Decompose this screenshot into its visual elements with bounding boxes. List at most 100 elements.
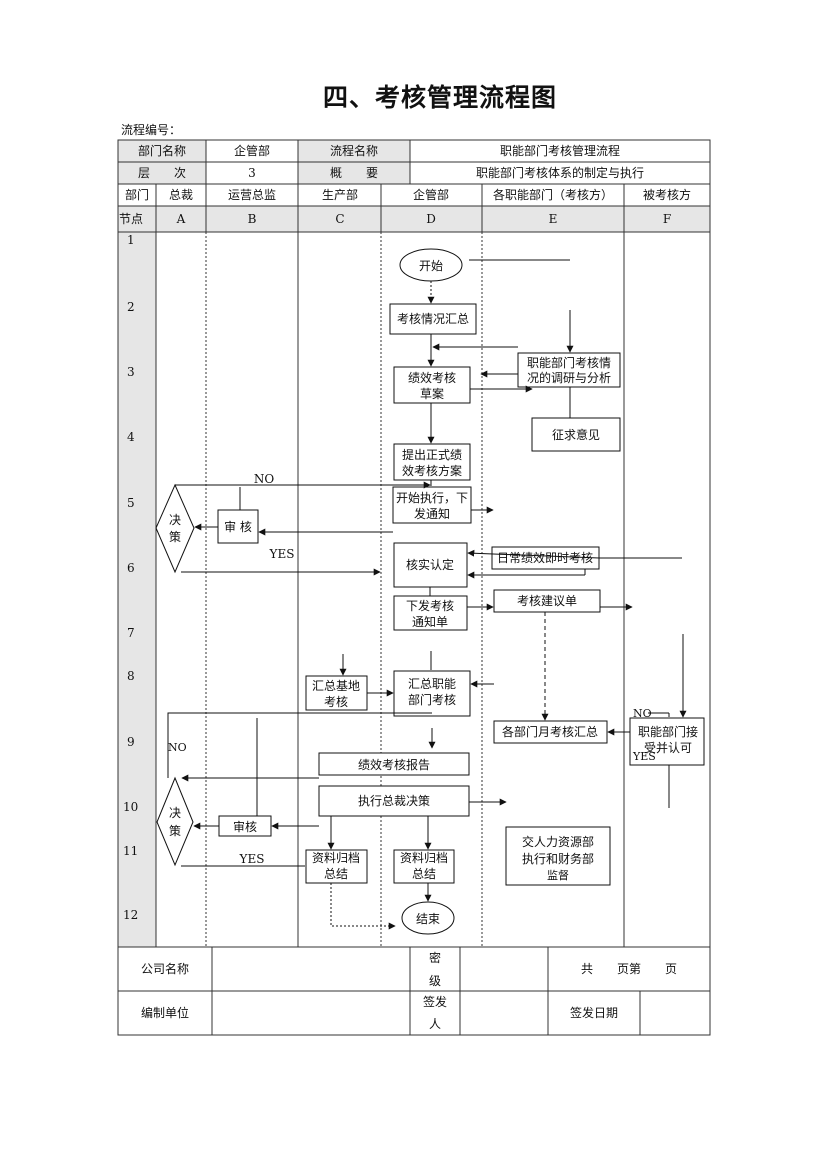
hr-label-1: 交人力资源部 xyxy=(522,834,594,849)
node-col-e: E xyxy=(549,212,558,226)
draft-label-1: 绩效考核 xyxy=(408,370,456,385)
issuer-label-2: 人 xyxy=(429,1017,441,1031)
secret-label-2: 级 xyxy=(429,974,441,988)
execute-notice-box xyxy=(392,486,472,524)
base-summary-label-2: 考核 xyxy=(324,695,348,709)
company-name-label: 公司名称 xyxy=(141,961,189,976)
dept-col-a: 总裁 xyxy=(169,188,193,202)
no-label-1: NO xyxy=(254,472,275,486)
issuer-label-1: 签发 xyxy=(423,994,447,1009)
summary-value: 职能部门考核体系的制定与执行 xyxy=(476,165,644,180)
decision-diamond-2 xyxy=(156,776,194,867)
level-value: 3 xyxy=(248,166,256,180)
row-number: 6 xyxy=(127,561,135,575)
page-count-label: 共 页第 页 xyxy=(581,962,677,976)
accept-label-2: 受并认可 xyxy=(644,741,692,755)
notice-label-2: 通知单 xyxy=(412,615,448,629)
notice-label-1: 下发考核 xyxy=(406,598,454,613)
dept-col-d: 企管部 xyxy=(413,187,449,202)
notice-slip-box xyxy=(393,595,468,631)
review-box-1 xyxy=(217,509,259,544)
summary-situation-box xyxy=(389,303,477,335)
no-label-f: NO xyxy=(633,707,652,720)
level-label: 层 次 xyxy=(138,166,186,180)
node-col-f: F xyxy=(663,212,671,226)
research-label-2: 况的调研与分析 xyxy=(527,370,611,385)
flow-number-label: 流程编号： xyxy=(121,123,182,137)
row-numbers: 1 2 3 4 5 6 7 8 9 10 11 12 xyxy=(123,233,138,922)
ceo-decision-box xyxy=(318,785,470,817)
hr-label-2: 执行和财务部 xyxy=(522,851,594,866)
yes-label-2: YES xyxy=(239,852,265,866)
verify-box xyxy=(393,542,468,588)
dept-name-value: 企管部 xyxy=(234,143,270,158)
hr-label-3: 监督 xyxy=(547,868,569,882)
decision-1-label-a: 决 xyxy=(169,513,181,527)
hr-box xyxy=(505,826,611,886)
archive-d-label-2: 总结 xyxy=(412,867,436,881)
row-number: 12 xyxy=(123,908,138,922)
formal-plan-box xyxy=(393,443,471,481)
daily-assess-label: 日常绩效即时考核 xyxy=(497,550,593,565)
verify-label: 核实认定 xyxy=(406,557,454,572)
row-number: 10 xyxy=(123,800,138,814)
end-label: 结束 xyxy=(416,912,440,926)
row-number: 1 xyxy=(127,233,135,247)
formal-label-2: 效考核方案 xyxy=(402,463,462,478)
node-col-b: B xyxy=(248,212,257,226)
swimlane-dividers xyxy=(205,232,483,947)
draft-label-2: 草案 xyxy=(420,386,444,401)
archive-d-label-1: 资料归档 xyxy=(400,851,448,865)
ceo-decision-label: 执行总裁决策 xyxy=(358,794,430,808)
end-node xyxy=(401,901,455,935)
issue-date-label: 签发日期 xyxy=(570,1005,618,1020)
formal-label-1: 提出正式绩 xyxy=(402,447,462,462)
yes-label-1: YES xyxy=(269,547,295,561)
assess-suggest-label: 考核建议单 xyxy=(517,594,577,608)
row-number: 9 xyxy=(127,735,135,749)
row-number: 3 xyxy=(127,365,135,379)
decision-2-label-a: 决 xyxy=(169,806,181,820)
execute-label-2: 发通知 xyxy=(414,506,450,521)
no-label-2: NO xyxy=(168,741,187,754)
archive-c-label-1: 资料归档 xyxy=(312,851,360,865)
research-label-1: 职能部门考核情 xyxy=(527,355,611,370)
dept-col-b: 运营总监 xyxy=(228,188,276,202)
row-number: 7 xyxy=(127,626,135,640)
solicit-box xyxy=(531,417,621,452)
secret-label-1: 密 xyxy=(429,950,441,965)
dept-row-label: 部门 xyxy=(125,187,149,202)
dept-summary-box xyxy=(393,670,471,717)
assess-suggest-box xyxy=(493,589,601,613)
node-col-d: D xyxy=(426,212,436,226)
archive-box-c xyxy=(305,849,368,884)
monthly-summary-label: 各部门月考核汇总 xyxy=(502,724,598,739)
research-box xyxy=(517,352,621,388)
report-box xyxy=(318,752,470,776)
base-summary-label-1: 汇总基地 xyxy=(312,679,360,693)
monthly-summary-box xyxy=(493,720,608,744)
archive-c-label-2: 总结 xyxy=(324,867,348,881)
flow-name-label: 流程名称 xyxy=(330,143,378,158)
accept-label-1: 职能部门接 xyxy=(638,724,698,739)
dept-col-e: 各职能部门（考核方） xyxy=(493,187,613,202)
dept-name-label: 部门名称 xyxy=(138,143,186,158)
dept-summary-label-2: 部门考核 xyxy=(408,692,456,707)
draft-box xyxy=(393,366,471,404)
row-number: 5 xyxy=(127,496,135,510)
accept-box xyxy=(629,717,705,766)
execute-label-1: 开始执行，下 xyxy=(396,491,468,505)
decision-1-label-b: 策 xyxy=(169,530,181,544)
solicit-label: 征求意见 xyxy=(552,427,600,442)
node-col-a: A xyxy=(176,212,186,226)
page-title: 四、考核管理流程图 xyxy=(322,83,557,112)
summary-situation-label: 考核情况汇总 xyxy=(397,312,469,326)
dept-summary-label-1: 汇总职能 xyxy=(408,677,456,691)
yes-label-f: YES xyxy=(632,750,656,763)
flow-name-value: 职能部门考核管理流程 xyxy=(500,143,620,158)
summary-label: 概 要 xyxy=(330,166,378,180)
review-2-label: 审核 xyxy=(233,819,257,834)
archive-box-d xyxy=(393,849,455,884)
node-col-c: C xyxy=(335,212,344,226)
